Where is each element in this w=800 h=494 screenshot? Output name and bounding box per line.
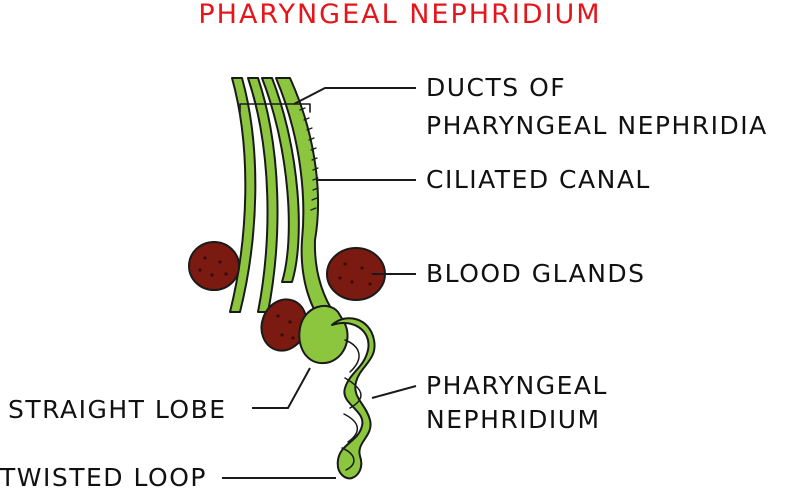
label-nephridium-line1: PHARYNGEAL	[426, 371, 608, 400]
cilia-marks	[299, 107, 319, 211]
duct-tube	[261, 77, 300, 283]
label-blood-glands: BLOOD GLANDS	[426, 259, 646, 288]
label-ducts-line1: DUCTS OF	[426, 73, 567, 102]
leader-straight-lobe	[252, 367, 311, 409]
label-nephridium-line2: NEPHRIDIUM	[426, 405, 601, 434]
blood-gland	[188, 241, 240, 291]
leader-lines	[222, 87, 417, 479]
label-straight-lobe: STRAIGHT LOBE	[8, 395, 227, 424]
label-ciliated-canal: CILIATED CANAL	[426, 165, 651, 194]
diagram-title: PHARYNGEAL NEPHRIDIUM	[198, 0, 602, 30]
duct-tube	[229, 77, 257, 313]
leader-nephridium	[371, 385, 417, 399]
label-twisted-loop: TWISTED LOOP	[0, 463, 207, 492]
label-ducts-line2: PHARYNGEAL NEPHRIDIA	[426, 111, 768, 140]
twisted-loop	[331, 317, 376, 480]
ducts-bracket	[239, 103, 311, 113]
straight-lobe	[298, 304, 349, 365]
leader-ducts	[293, 87, 416, 105]
